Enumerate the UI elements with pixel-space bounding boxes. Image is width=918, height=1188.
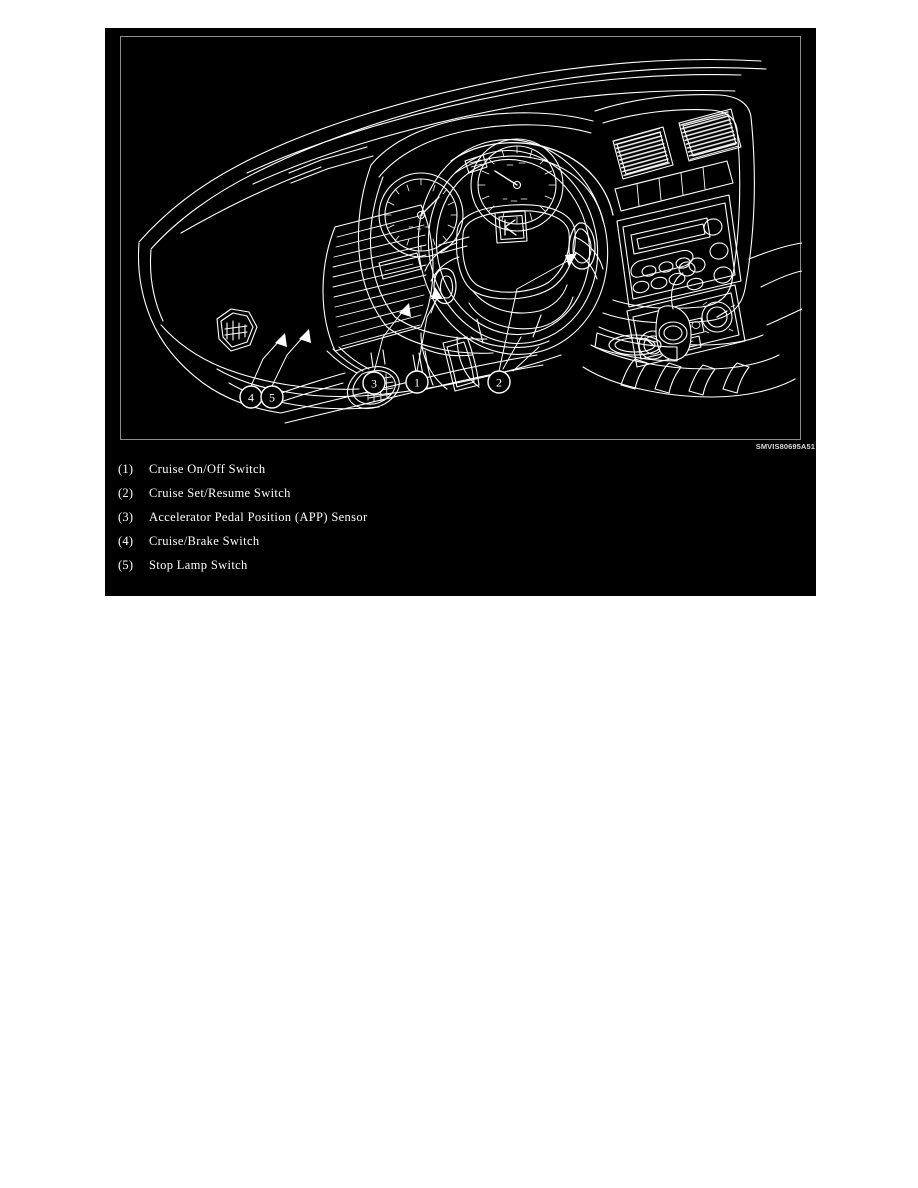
callout-3: 3 (362, 371, 386, 395)
callout-1: 1 (405, 370, 429, 394)
legend-label-4: Cruise/Brake Switch (149, 534, 260, 548)
legend-index-5: (5) (118, 558, 134, 572)
illustration-frame: 1 2 3 4 5 (120, 36, 802, 440)
legend-item-2: (2) Cruise Set/Resume Switch (118, 486, 808, 510)
legend-label-3: Accelerator Pedal Position (APP) Sensor (149, 510, 368, 524)
legend-index-1: (1) (118, 462, 134, 476)
legend-index-4: (4) (118, 534, 134, 548)
callout-layer: 1 2 3 4 5 (239, 370, 511, 409)
legend-label-1: Cruise On/Off Switch (149, 462, 266, 476)
svg-text:5: 5 (269, 391, 275, 405)
legend-index-3: (3) (118, 510, 134, 524)
legend-label-5: Stop Lamp Switch (149, 558, 248, 572)
svg-text:3: 3 (371, 377, 377, 391)
legend-label-2: Cruise Set/Resume Switch (149, 486, 291, 500)
instrument-panel-illustration: 1 2 3 4 5 (138, 58, 802, 424)
callout-2: 2 (487, 370, 511, 394)
svg-text:4: 4 (248, 391, 254, 405)
figure-legend: (1) Cruise On/Off Switch (2) Cruise Set/… (118, 462, 808, 582)
callout-5: 5 (260, 385, 284, 409)
figure-panel: 1 2 3 4 5 SMVIS80 (105, 28, 816, 596)
svg-text:2: 2 (496, 376, 502, 390)
figure-reference-code: SMVIS80695A51 (755, 442, 815, 451)
legend-index-2: (2) (118, 486, 134, 500)
legend-item-4: (4) Cruise/Brake Switch (118, 534, 808, 558)
legend-item-5: (5) Stop Lamp Switch (118, 558, 808, 582)
svg-text:1: 1 (414, 376, 420, 390)
legend-item-3: (3) Accelerator Pedal Position (APP) Sen… (118, 510, 808, 534)
callout-4: 4 (239, 385, 263, 409)
legend-item-1: (1) Cruise On/Off Switch (118, 462, 808, 486)
